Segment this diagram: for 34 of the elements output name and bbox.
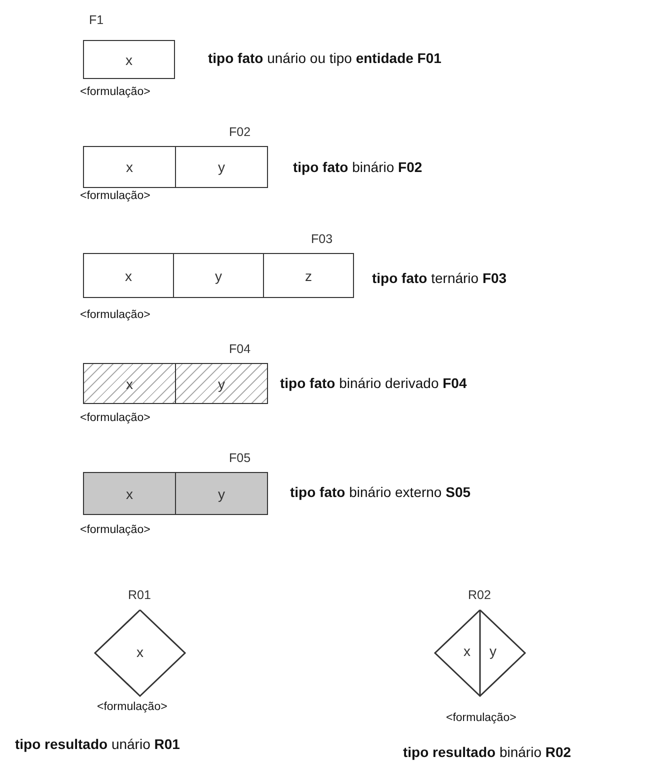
role-label: y	[486, 643, 500, 659]
role-cell: x	[84, 254, 173, 297]
formulation-label: <formulação>	[80, 524, 150, 536]
formulation-label: <formulação>	[80, 309, 150, 321]
role-cell: x	[84, 473, 175, 514]
role-cell: z	[263, 254, 353, 297]
description-text: tipo resultado unário R01	[15, 736, 180, 752]
role-cell: x	[84, 364, 175, 403]
type-id-label: R01	[128, 588, 151, 602]
type-id-label: F03	[311, 232, 333, 246]
description-text: tipo fato binário F02	[293, 159, 422, 175]
description-text: tipo fato binário derivado F04	[280, 375, 467, 391]
role-cell: y	[175, 147, 267, 187]
role-label: x	[136, 644, 144, 660]
formulation-label: <formulação>	[446, 712, 516, 724]
formulation-label: <formulação>	[80, 412, 150, 424]
role-cell: x	[84, 147, 175, 187]
type-id-label: F05	[229, 451, 251, 465]
type-id-label: R02	[468, 588, 491, 602]
role-label: x	[460, 643, 474, 659]
formulation-label: <formulação>	[80, 190, 150, 202]
formulation-label: <formulação>	[80, 86, 150, 98]
description-text: tipo fato ternário F03	[372, 270, 507, 286]
type-id-label: F1	[89, 13, 104, 27]
type-id-label: F02	[229, 125, 251, 139]
role-cell: x	[84, 41, 174, 78]
description-text: tipo resultado binário R02	[403, 744, 572, 760]
type-id-label: F04	[229, 342, 251, 356]
role-cell: y	[175, 364, 267, 403]
formulation-label: <formulação>	[97, 701, 168, 713]
role-cell: y	[175, 473, 267, 514]
role-cell: y	[173, 254, 263, 297]
description-text: tipo fato binário externo S05	[290, 484, 471, 500]
description-text: tipo fato unário ou tipo entidade F01	[208, 50, 442, 66]
